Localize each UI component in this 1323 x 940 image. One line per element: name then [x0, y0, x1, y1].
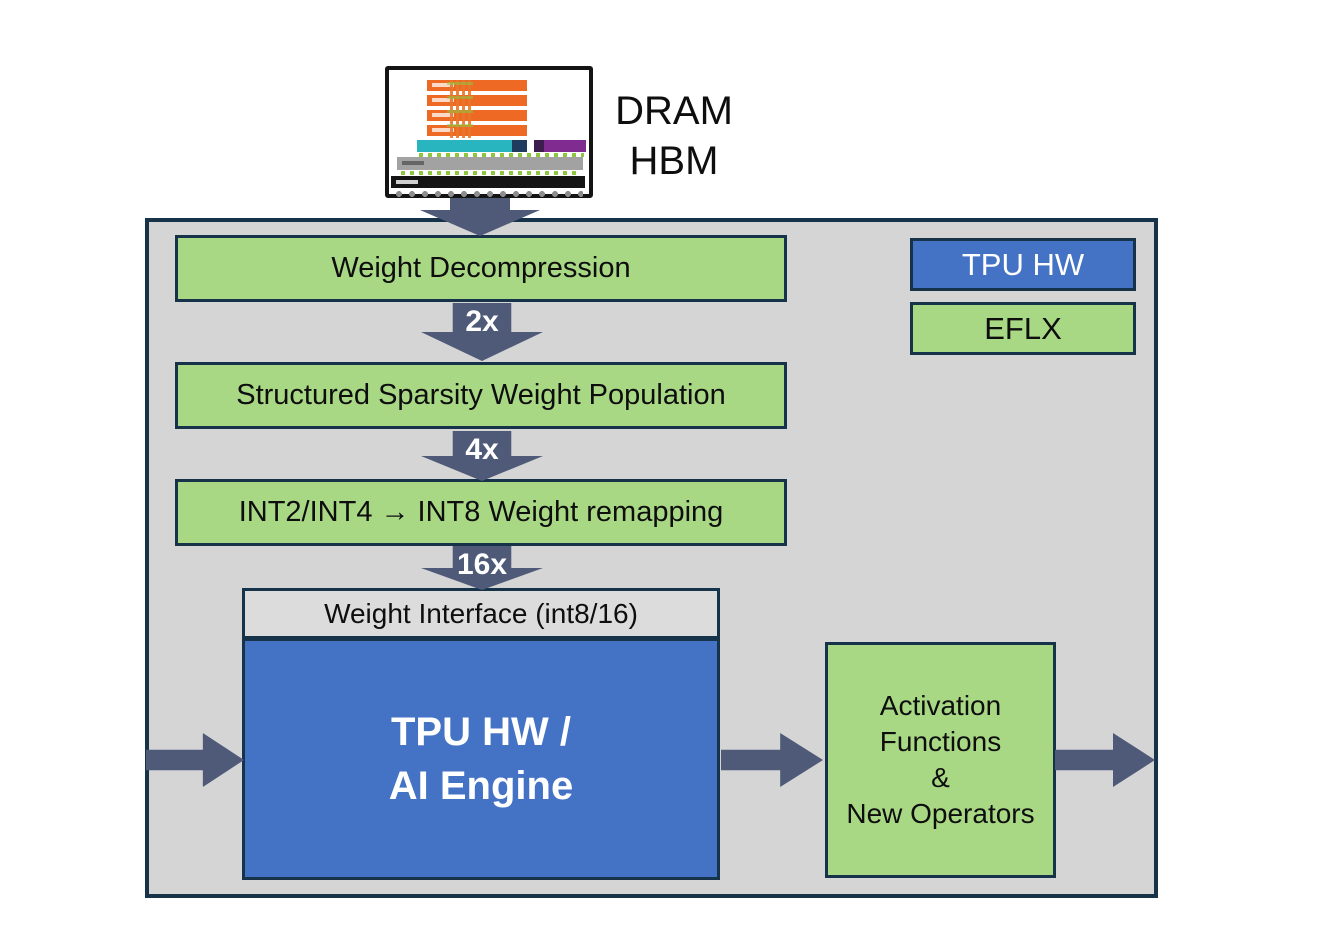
logic-die-bar — [417, 140, 527, 152]
tpu-engine-line: TPU HW / — [391, 710, 571, 754]
multiplier-label: 2x — [465, 305, 499, 338]
hbm-chip-illustration — [385, 66, 593, 198]
microbump-row — [419, 153, 584, 157]
legend-label: TPU HW — [961, 246, 1085, 282]
logic-die-cap — [512, 140, 527, 152]
dram-die-bar — [427, 95, 527, 106]
activation-functions-box: Activation Functions & New Operators — [825, 642, 1056, 878]
legend-eflx: EFLX — [910, 302, 1136, 355]
activation-line: Activation — [879, 690, 1002, 721]
stage-weight-decompression: Weight Decompression — [175, 235, 787, 302]
tpu-system-container: Weight Decompression 2x Structured Spars… — [145, 218, 1158, 898]
activation-line: & — [931, 762, 950, 793]
multiplier-label: 16x — [456, 548, 508, 581]
tpu-engine-line: AI Engine — [388, 764, 574, 808]
dram-die-bar — [427, 125, 527, 136]
die-label-smudge — [432, 113, 454, 117]
tpu-ai-engine-box: TPU HW / AI Engine — [242, 638, 720, 880]
legend-tpu-hw: TPU HW — [910, 238, 1136, 291]
activation-line: New Operators — [846, 798, 1035, 829]
weight-interface-label: Weight Interface (int8/16) — [324, 597, 638, 629]
dram-label-line: DRAM — [615, 89, 733, 133]
weight-interface-box: Weight Interface (int8/16) — [242, 588, 720, 639]
arrow-4x: 4x — [421, 431, 543, 481]
phy-die-cap — [534, 140, 544, 152]
multiplier-label: 4x — [465, 433, 499, 466]
tsv-microbumps — [447, 80, 473, 138]
microbump-row — [401, 171, 581, 175]
activation-line: Functions — [879, 726, 1002, 757]
solder-ball-row — [395, 190, 583, 198]
stage-label: Structured Sparsity Weight Population — [236, 379, 726, 411]
arrow-2x: 2x — [421, 303, 543, 361]
dram-die-bar — [427, 110, 527, 121]
dram-die-bar — [427, 80, 527, 91]
hbm-label-line: HBM — [629, 139, 719, 183]
dram-hbm-label: DRAM HBM — [600, 86, 748, 186]
phy-die-bar — [534, 140, 586, 152]
arrow-16x: 16x — [421, 546, 543, 590]
die-label-smudge — [432, 83, 454, 87]
stage-structured-sparsity: Structured Sparsity Weight Population — [175, 362, 787, 429]
legend-label: EFLX — [984, 310, 1062, 346]
interposer-label-smudge — [402, 161, 424, 165]
substrate-label-smudge — [396, 180, 418, 184]
stage-int-weight-remapping: INT2/INT4 → INT8 Weight remapping — [175, 479, 787, 546]
stage-label: INT2/INT4 → INT8 Weight remapping — [238, 496, 724, 528]
die-label-smudge — [432, 128, 454, 132]
package-substrate-bar — [391, 176, 585, 188]
interposer-bar — [397, 157, 583, 170]
die-label-smudge — [432, 98, 454, 102]
stage-label: Weight Decompression — [331, 252, 631, 284]
